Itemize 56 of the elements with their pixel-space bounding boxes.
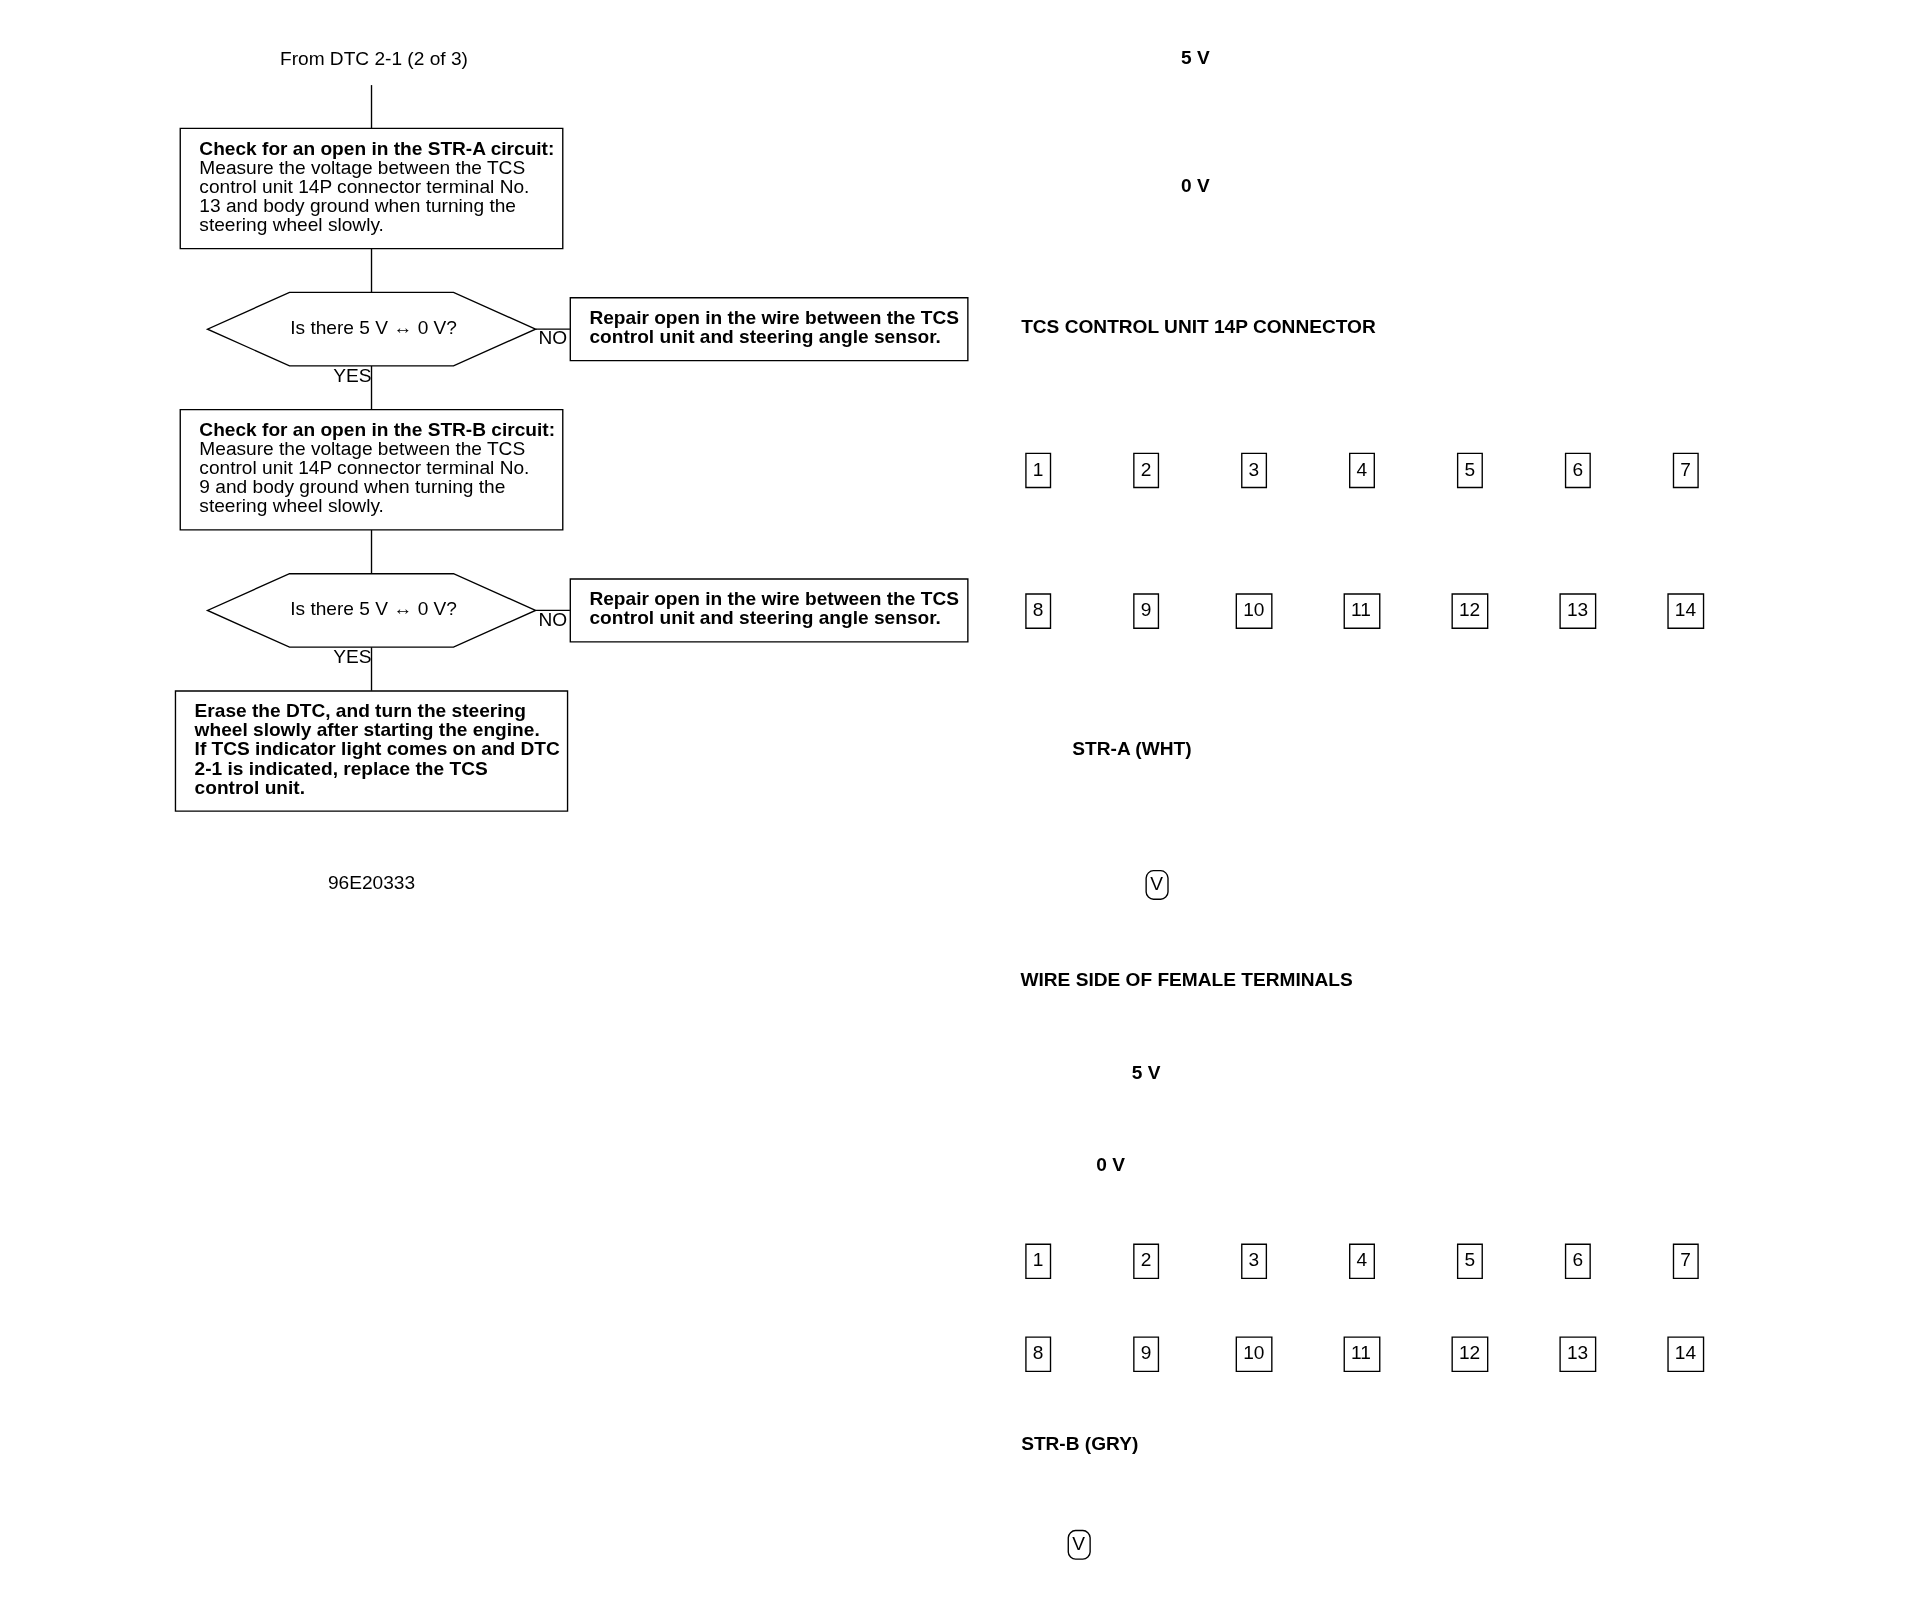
label: 7 bbox=[1679, 1249, 1691, 1271]
label: 14 bbox=[1674, 1342, 1696, 1364]
label: 2 bbox=[1140, 458, 1151, 480]
label: 96E20333 bbox=[327, 872, 415, 894]
edge-label: YES bbox=[332, 364, 372, 386]
label: 2 bbox=[1140, 1249, 1151, 1271]
label: 5 bbox=[1463, 458, 1475, 480]
node-box: Erase the DTC, and turn the steering wheel slowly after starting the engine. If TCS indicator light comes on and DTC 2-1 is indicated, replace the TCS control unit. bbox=[174, 690, 568, 812]
label: 10 bbox=[1242, 1342, 1264, 1364]
label: 9 bbox=[1140, 599, 1151, 621]
label: 4 bbox=[1356, 1249, 1367, 1271]
label: 3 bbox=[1248, 1249, 1259, 1271]
label: 6 bbox=[1571, 1249, 1583, 1271]
label: 1 bbox=[1032, 1249, 1043, 1271]
node-box: Repair open in the wire between the TCS control unit and steering angle sensor. bbox=[569, 297, 969, 362]
label: 1 bbox=[1032, 458, 1043, 480]
label: 5 V bbox=[1131, 1061, 1160, 1083]
connector bbox=[370, 84, 372, 129]
label: 4 bbox=[1356, 458, 1367, 480]
label: TCS CONTROL UNIT 14P CONNECTOR bbox=[1020, 315, 1376, 337]
label: 13 bbox=[1566, 599, 1588, 621]
label: 8 bbox=[1032, 599, 1043, 621]
label: 12 bbox=[1458, 1342, 1480, 1364]
label: 12 bbox=[1458, 599, 1480, 621]
label: V bbox=[1149, 873, 1163, 895]
label: V bbox=[1071, 1532, 1085, 1554]
edge-label: NO bbox=[538, 608, 567, 630]
label: 11 bbox=[1350, 599, 1371, 621]
label: 0 V bbox=[1095, 1154, 1125, 1176]
label: 6 bbox=[1571, 458, 1583, 480]
label: 11 bbox=[1350, 1342, 1371, 1364]
label: 13 bbox=[1566, 1342, 1588, 1364]
label: 8 bbox=[1032, 1342, 1043, 1364]
connector bbox=[534, 609, 571, 612]
label: 7 bbox=[1679, 458, 1691, 480]
label: 5 V bbox=[1180, 46, 1210, 68]
label: WIRE SIDE OF FEMALE TERMINALS bbox=[1019, 968, 1353, 990]
connector bbox=[534, 328, 571, 330]
connector bbox=[370, 646, 372, 692]
connector bbox=[370, 529, 372, 575]
label: STR-A (WHT) bbox=[1071, 737, 1192, 759]
connector bbox=[370, 365, 372, 411]
edge-label: NO bbox=[538, 327, 567, 349]
label: 14 bbox=[1674, 599, 1696, 621]
node-box: Check for an open in the STR-B circuit: Measure the voltage between the TCS control unit 14P connector terminal No. 9 and body ground when turning the steering wheel slowly. bbox=[179, 409, 563, 531]
label: 0 V bbox=[1180, 175, 1210, 197]
node-text: From DTC 2-1 (2 of 3) bbox=[279, 48, 468, 70]
label: 10 bbox=[1242, 599, 1264, 621]
label: 3 bbox=[1248, 458, 1259, 480]
edge-label: YES bbox=[332, 646, 372, 668]
label: 9 bbox=[1140, 1342, 1151, 1364]
label: 5 bbox=[1463, 1249, 1475, 1271]
label: STR-B (GRY) bbox=[1020, 1433, 1138, 1455]
node-box: Repair open in the wire between the TCS control unit and steering angle sensor. bbox=[569, 578, 969, 643]
node-box: Check for an open in the STR-A circuit: Measure the voltage between the TCS control unit 14P connector terminal No. 13 and body ground when turning the steering wheel slowly. bbox=[179, 127, 563, 250]
connector bbox=[370, 248, 372, 293]
